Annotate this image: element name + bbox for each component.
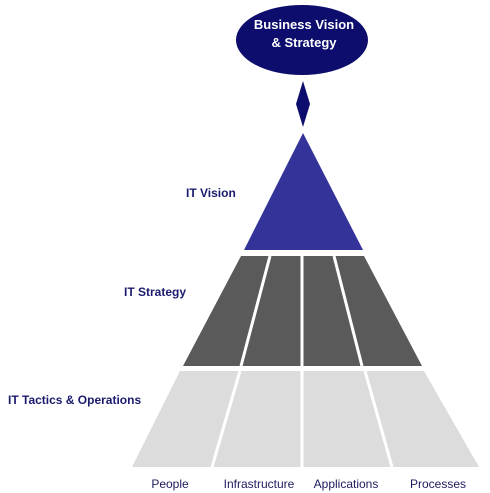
business-vision-label-line1: Business Vision <box>254 17 354 32</box>
it-strategy-band <box>183 255 422 367</box>
alignment-connector-diamond <box>296 81 310 127</box>
it-tactics-label: IT Tactics & Operations <box>8 393 141 407</box>
business-vision-oval <box>236 5 368 75</box>
business-vision-label-line2: & Strategy <box>271 35 337 50</box>
it-strategy-label: IT Strategy <box>124 285 186 299</box>
it-vision-label: IT Vision <box>186 186 236 200</box>
column-label-processes: Processes <box>410 477 466 491</box>
column-label-applications: Applications <box>314 477 379 491</box>
it-tactics-band <box>132 370 479 468</box>
column-label-people: People <box>151 477 189 491</box>
it-vision-triangle <box>244 133 363 250</box>
column-label-infrastructure: Infrastructure <box>224 477 295 491</box>
